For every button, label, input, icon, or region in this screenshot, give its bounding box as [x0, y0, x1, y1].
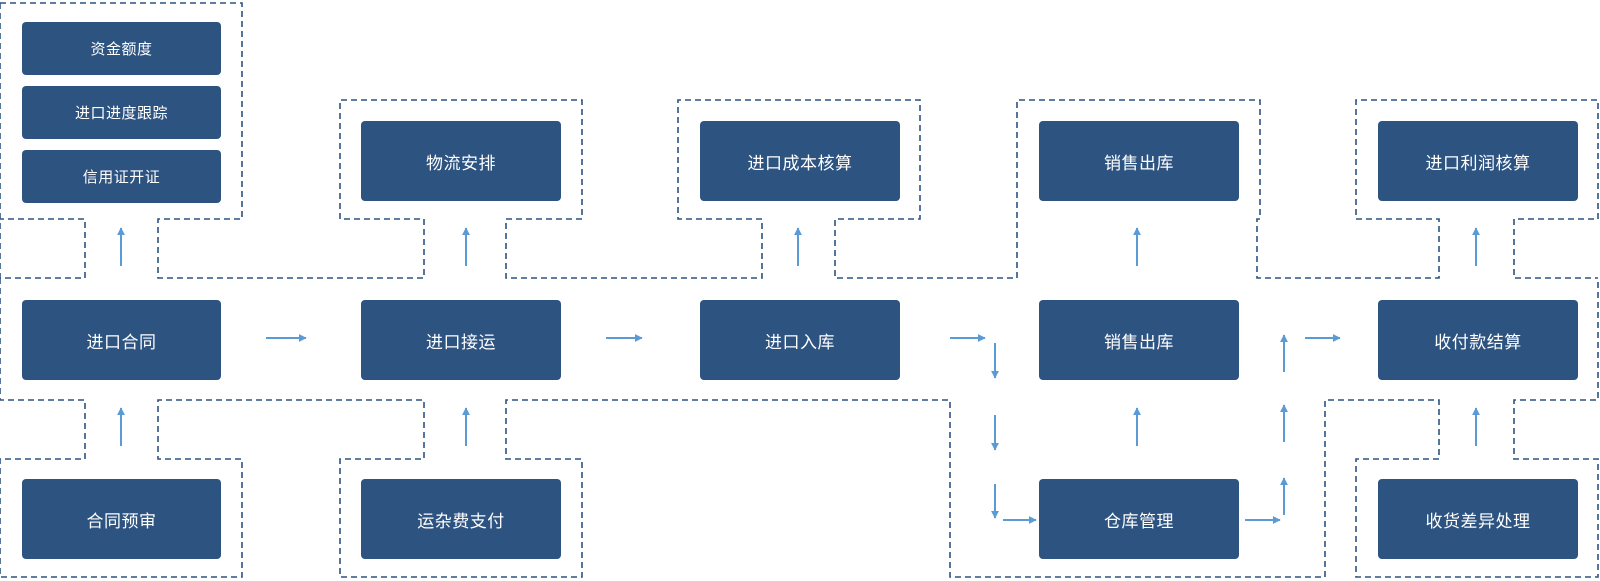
box-receipt-discrepancy: 收货差异处理 — [1378, 479, 1578, 559]
box-logistics: 物流安排 — [361, 121, 561, 201]
box-contract-review: 合同预审 — [22, 479, 221, 559]
box-freight-payment: 运杂费支付 — [361, 479, 561, 559]
box-sales-out: 销售出库 — [1039, 300, 1239, 380]
outline-left-top-stub — [0, 3, 86, 279]
box-import-warehousing: 进口入库 — [700, 300, 900, 380]
box-warehouse-mgmt: 仓库管理 — [1039, 479, 1239, 559]
outline-finance-group — [0, 2, 1599, 279]
box-import-profit: 进口利润核算 — [1378, 121, 1578, 201]
box-payment-settlement: 收付款结算 — [1378, 300, 1578, 380]
box-funding-limit: 资金额度 — [22, 22, 221, 75]
outline-middle-band — [0, 278, 1599, 578]
box-import-cost: 进口成本核算 — [700, 121, 900, 201]
box-import-transport: 进口接运 — [361, 300, 561, 380]
box-sales-out-top: 销售出库 — [1039, 121, 1239, 201]
box-lc-issuance: 信用证开证 — [22, 150, 221, 203]
box-import-contract: 进口合同 — [22, 300, 221, 380]
box-import-progress: 进口进度跟踪 — [22, 86, 221, 139]
